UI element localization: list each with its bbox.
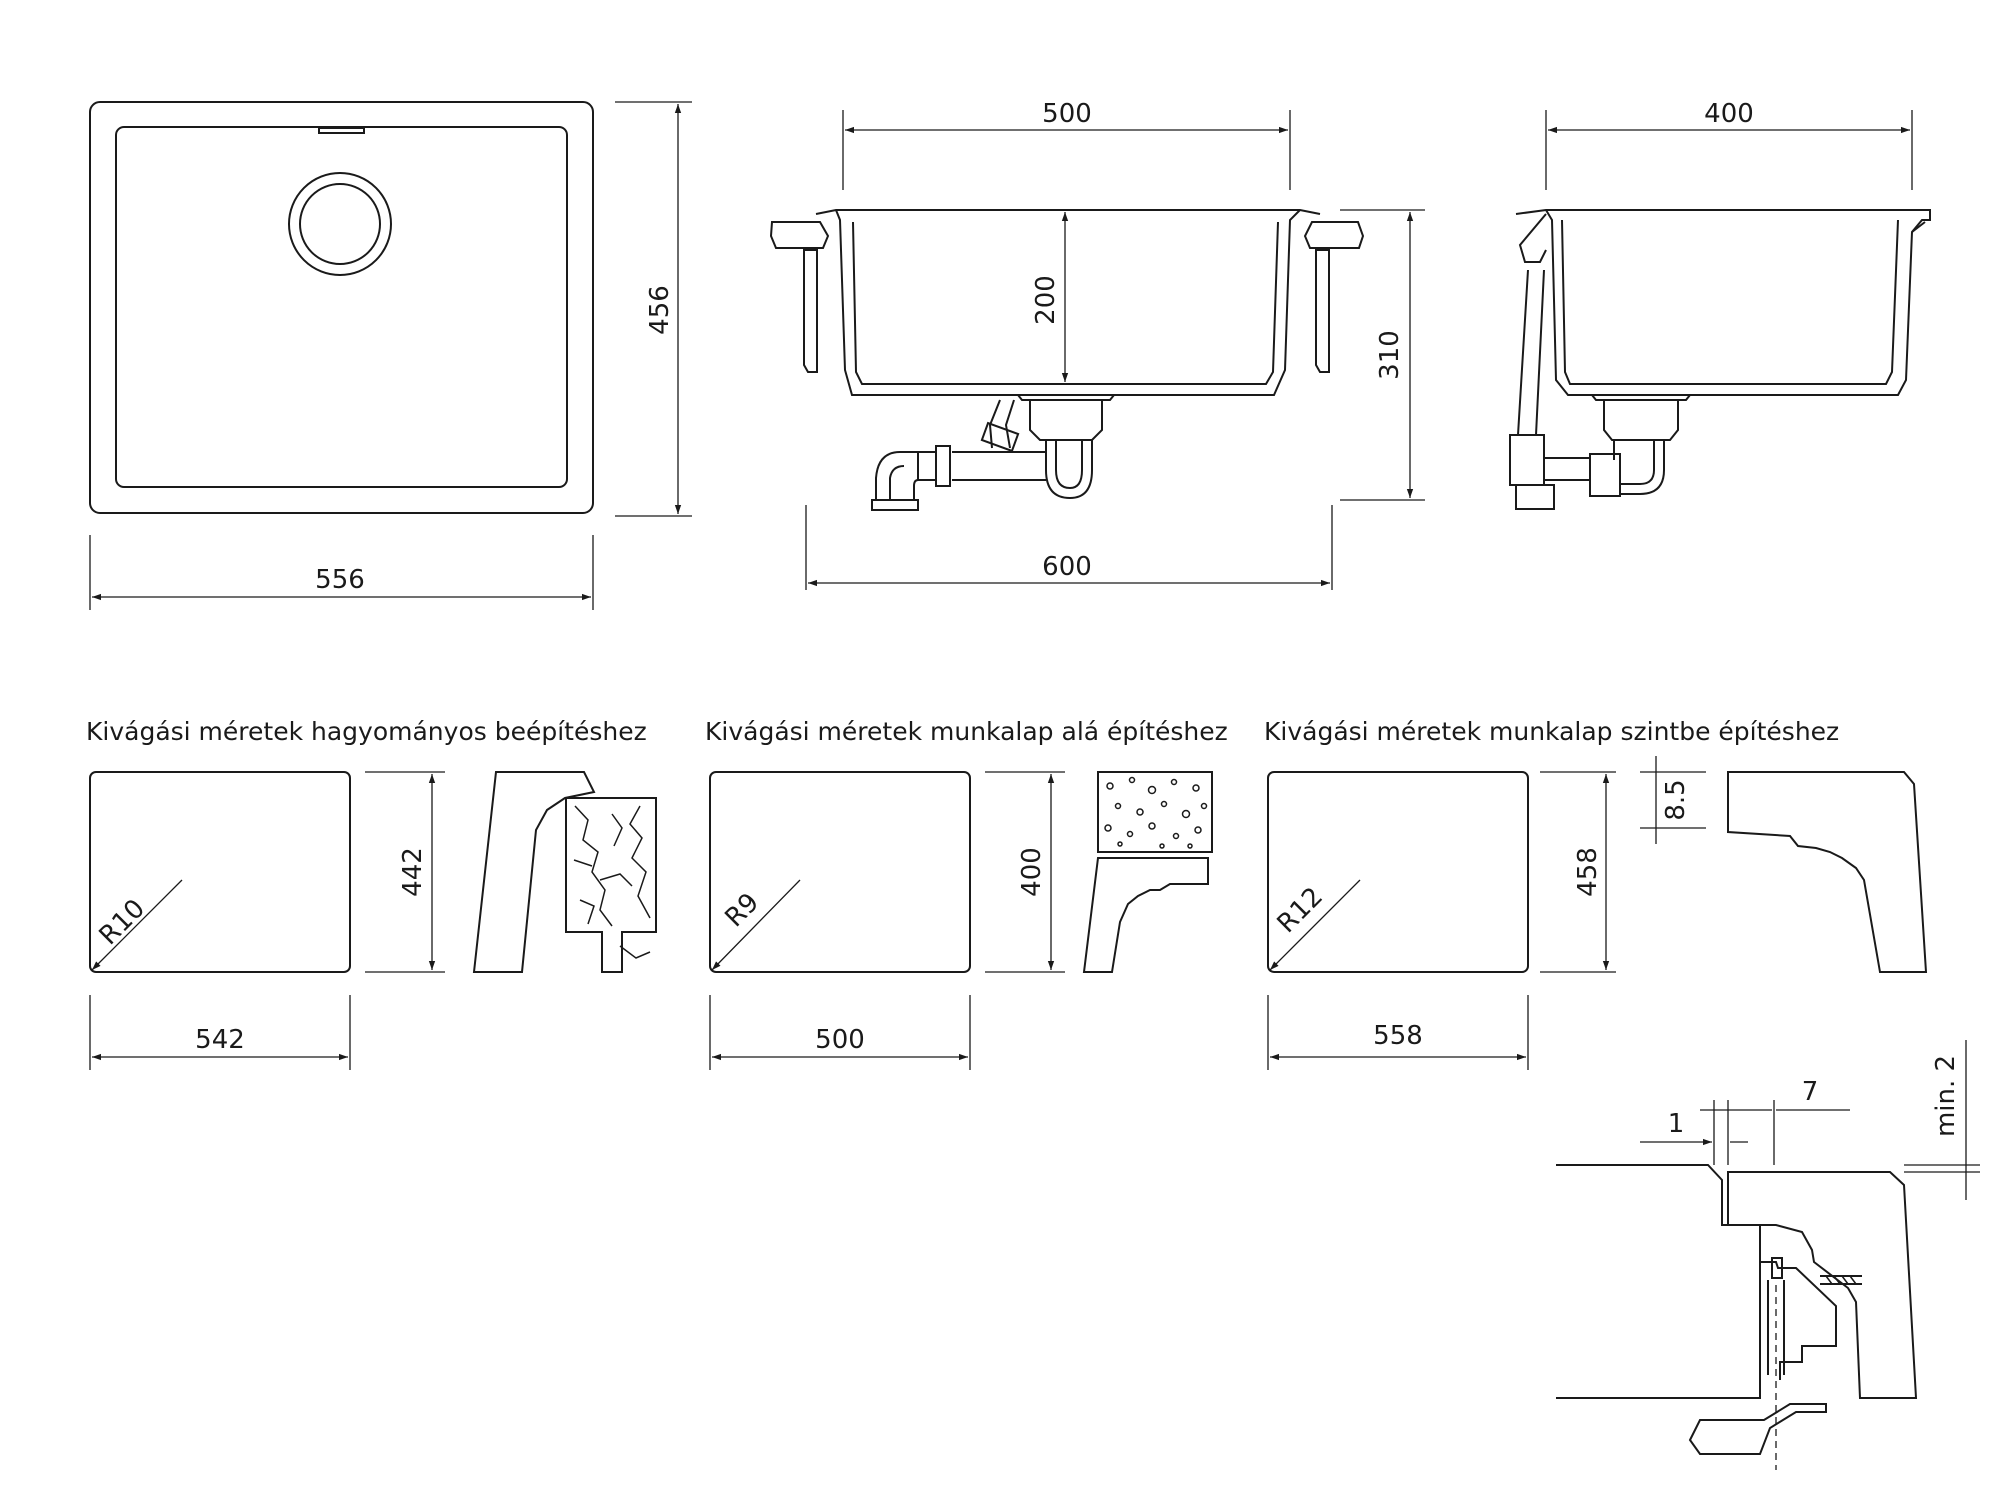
- cutout-flush: Kivágási méretek munkalap szintbe építés…: [1264, 717, 1928, 1070]
- side-coupling: [1589, 453, 1621, 497]
- sink-body-outer: [815, 209, 1321, 396]
- front-overall-width-label: 600: [1042, 552, 1092, 582]
- cutout-traditional-shape: [89, 771, 351, 973]
- side-width-label: 400: [1704, 99, 1754, 129]
- cutout-traditional-width-label: 542: [195, 1025, 245, 1055]
- side-valve-cap: [1515, 484, 1555, 510]
- detail-min-label: min. 2: [1931, 1055, 1961, 1137]
- cutout-undermount-radius-label: R9: [720, 888, 766, 934]
- sink-body-inner: [852, 221, 1279, 385]
- sink-outer-rim: [89, 101, 594, 514]
- cutout-flush-width-label: 558: [1373, 1021, 1423, 1051]
- trap: [1045, 440, 1093, 500]
- cutout-flush-caption: Kivágási méretek munkalap szintbe építés…: [1264, 717, 1839, 746]
- detail-gap-label: 1: [1668, 1109, 1685, 1139]
- side-valve: [1509, 434, 1545, 486]
- top-view: 556 456: [89, 101, 692, 610]
- cutout-flush-radius-label: R12: [1272, 882, 1329, 939]
- detail-bracket: [1688, 1403, 1827, 1455]
- countertop-speckled: [1097, 771, 1213, 853]
- side-drain: [1591, 394, 1691, 441]
- cutout-undermount-height-label: 400: [1017, 847, 1047, 897]
- countertop-cracked: [565, 797, 657, 973]
- detail-screw: [1820, 1275, 1862, 1285]
- cutout-undermount: Kivágási méretek munkalap alá építéshez …: [705, 717, 1228, 1070]
- support-left: [803, 249, 818, 373]
- cutout-flush-height-label: 458: [1573, 847, 1603, 897]
- detail-view: 1 7 min. 2: [1556, 1040, 1980, 1470]
- elbow-pipe: [875, 451, 919, 501]
- detail-clamp: [1760, 1261, 1837, 1380]
- countertop-left: [769, 221, 830, 249]
- side-valve-pipe: [1544, 457, 1590, 481]
- cutout-traditional: Kivágási méretek hagyományos beépítéshez…: [86, 717, 657, 1070]
- top-depth-label: 456: [645, 285, 675, 335]
- sink-bowl: [115, 126, 568, 488]
- elbow-end: [871, 499, 919, 511]
- cutout-flush-profile: [1727, 771, 1928, 973]
- drain-flange: [1017, 394, 1115, 401]
- pipe-coupling-2: [917, 451, 937, 481]
- elbow-pipe-inner: [889, 465, 905, 500]
- detail-worktop: [1556, 1164, 1761, 1399]
- detail-sink-rim: [1727, 1171, 1918, 1399]
- overflow-fitting: [980, 421, 1020, 453]
- top-width-label: 556: [315, 565, 365, 595]
- cutout-traditional-caption: Kivágási méretek hagyományos beépítéshez: [86, 717, 647, 746]
- cutout-flush-step-label: 8.5: [1661, 779, 1691, 820]
- side-overflow: [1517, 213, 1547, 436]
- overflow-slot: [318, 127, 365, 134]
- cutout-undermount-profile: [1082, 857, 1209, 973]
- support-right: [1315, 249, 1330, 373]
- drain-inner: [299, 183, 381, 265]
- drain-outer: [288, 172, 392, 276]
- detail-bolt-head: [1771, 1257, 1783, 1279]
- countertop-right: [1303, 221, 1365, 249]
- cutout-traditional-radius-line: [91, 879, 183, 971]
- overflow-hose: [988, 399, 1015, 449]
- detail-offset-label: 7: [1802, 1077, 1819, 1107]
- front-bowl-depth-label: 200: [1031, 275, 1061, 325]
- cutout-undermount-caption: Kivágási méretek munkalap alá építéshez: [705, 717, 1228, 746]
- cutout-flush-shape: [1267, 771, 1529, 973]
- cutout-undermount-radius-line: [711, 879, 801, 971]
- pipe-coupling: [935, 445, 951, 487]
- cutout-traditional-height-label: 442: [398, 847, 428, 897]
- side-view: 400: [1509, 99, 1931, 510]
- cutout-undermount-width-label: 500: [815, 1025, 865, 1055]
- drain-pipe: [952, 451, 1046, 481]
- front-bowl-width-label: 500: [1042, 99, 1092, 129]
- cutout-traditional-radius-label: R10: [94, 894, 151, 951]
- drain-body: [1029, 400, 1103, 441]
- side-trap: [1613, 440, 1665, 495]
- cutout-traditional-profile: [472, 771, 596, 973]
- side-sink-inner: [1561, 219, 1899, 385]
- cutout-undermount-shape: [709, 771, 971, 973]
- side-rim-right: [1911, 221, 1926, 233]
- side-sink-outer: [1515, 209, 1931, 396]
- front-height-label: 310: [1375, 330, 1405, 380]
- front-view: 500 200 310 600: [769, 99, 1425, 590]
- cutout-flush-radius-line: [1269, 879, 1361, 971]
